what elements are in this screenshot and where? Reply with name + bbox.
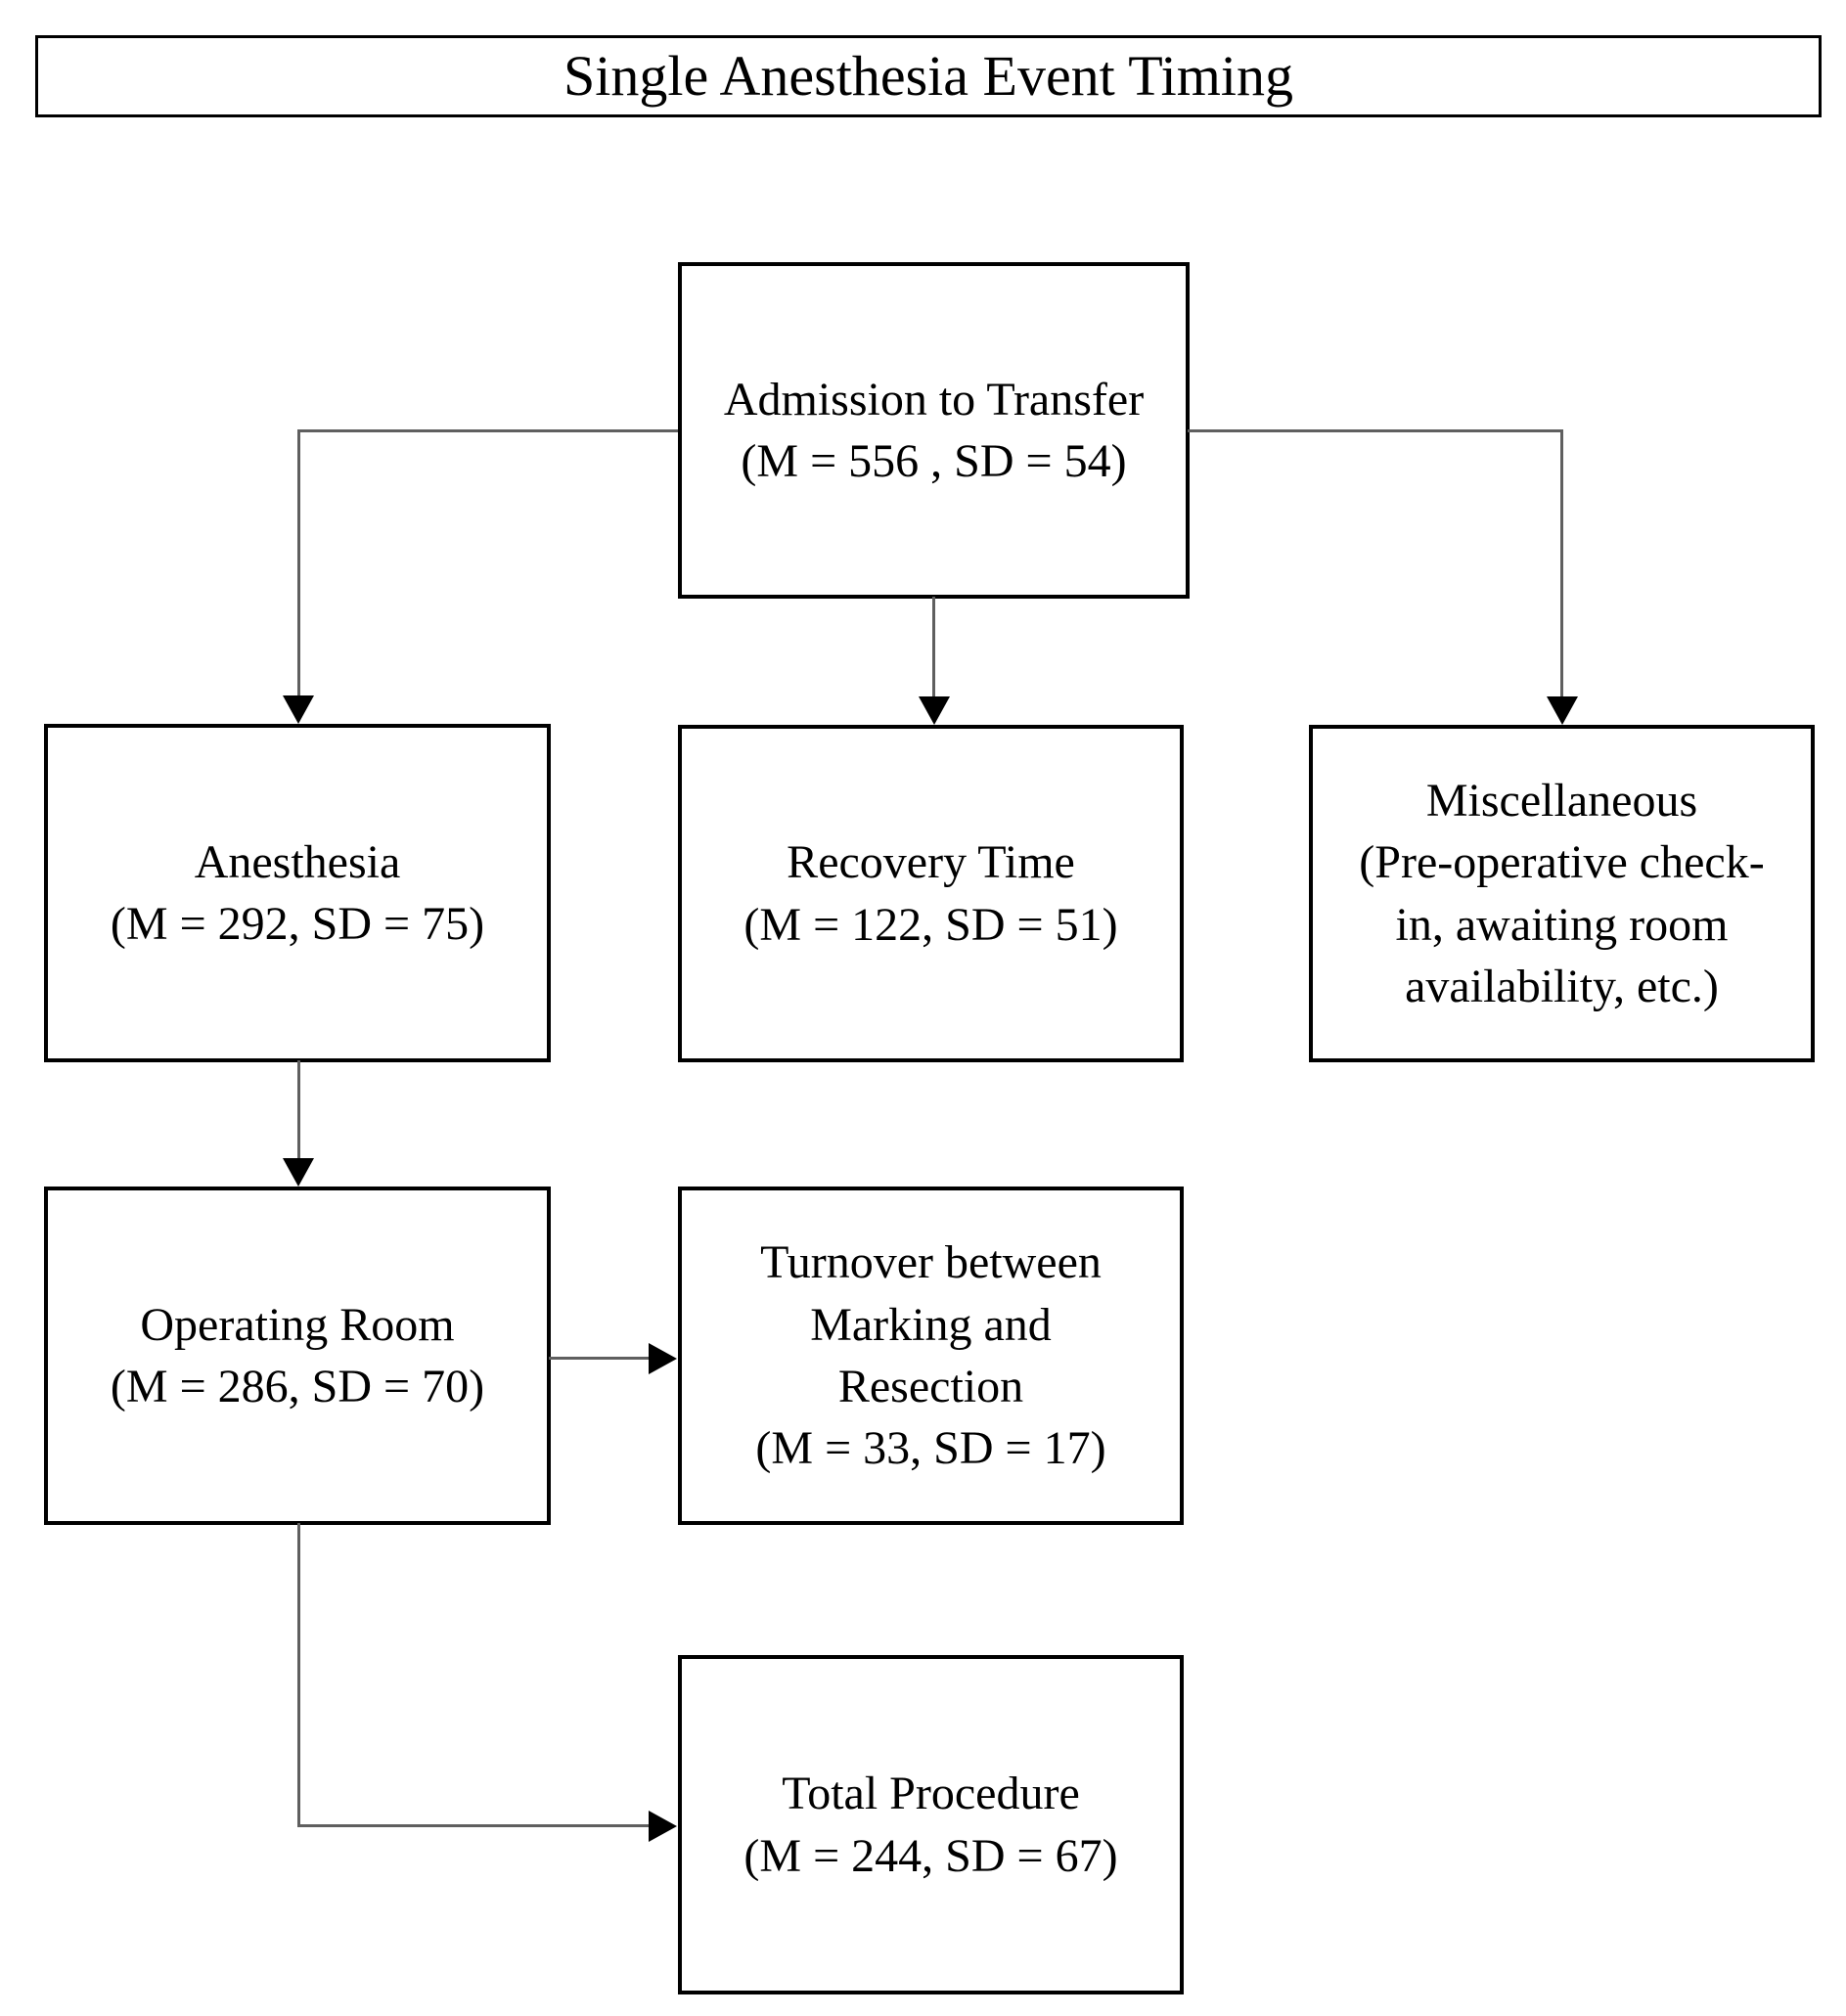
arrow-down-icon [283, 695, 314, 724]
node-stats: (M = 33, SD = 17) [755, 1422, 1106, 1475]
arrow-down-icon [1547, 696, 1578, 725]
node-stats: (M = 122, SD = 51) [743, 898, 1118, 951]
flowchart-node-recovery-time: Recovery Time (M = 122, SD = 51) [678, 725, 1184, 1062]
node-label: Admission to Transfer [723, 373, 1145, 426]
connector-operating-total-vertical [297, 1523, 300, 1827]
arrow-right-icon [649, 1343, 677, 1374]
connector-admission-anesthesia-vertical [297, 429, 300, 698]
connector-operating-turnover-horizontal [549, 1357, 650, 1360]
connector-anesthesia-operating-vertical [297, 1060, 300, 1161]
node-stats: (M = 292, SD = 75) [110, 898, 485, 950]
flowchart-node-miscellaneous: Miscellaneous (Pre-operative check- in, … [1309, 725, 1815, 1062]
node-label: Operating Room [140, 1298, 455, 1351]
node-description: (Pre-operative check- [1359, 836, 1765, 889]
arrow-down-icon [283, 1158, 314, 1187]
node-label: Resection [837, 1361, 1024, 1412]
node-label: Total Procedure [782, 1768, 1080, 1820]
diagram-title: Single Anesthesia Event Timing [563, 44, 1293, 109]
flowchart-node-admission-to-transfer: Admission to Transfer (M = 556 , SD = 54… [678, 262, 1190, 599]
node-label: Anesthesia [194, 835, 401, 888]
node-description: in, awaiting room [1395, 898, 1729, 951]
node-stats: (M = 244, SD = 67) [743, 1829, 1118, 1882]
node-stats: (M = 286, SD = 70) [110, 1361, 485, 1412]
connector-admission-recovery-vertical [932, 597, 935, 699]
node-label: Turnover between [760, 1236, 1102, 1289]
node-label: Marking and [810, 1298, 1052, 1351]
connector-admission-miscellaneous-vertical [1560, 429, 1563, 699]
flowchart-node-total-procedure: Total Procedure (M = 244, SD = 67) [678, 1655, 1184, 1994]
arrow-right-icon [649, 1811, 677, 1842]
flowchart-node-turnover: Turnover between Marking and Resection (… [678, 1187, 1184, 1525]
diagram-title-box: Single Anesthesia Event Timing [35, 35, 1822, 117]
connector-operating-total-horizontal [297, 1824, 650, 1827]
connector-admission-anesthesia-horizontal [297, 429, 678, 432]
flowchart-node-operating-room: Operating Room (M = 286, SD = 70) [44, 1187, 551, 1525]
arrow-down-icon [919, 696, 950, 725]
node-label: Recovery Time [787, 836, 1075, 889]
node-stats: (M = 556 , SD = 54) [741, 435, 1127, 487]
node-description: availability, etc.) [1405, 960, 1719, 1012]
node-label: Miscellaneous [1425, 774, 1698, 827]
connector-admission-miscellaneous-horizontal [1188, 429, 1563, 432]
flowchart-node-anesthesia: Anesthesia (M = 292, SD = 75) [44, 724, 551, 1062]
